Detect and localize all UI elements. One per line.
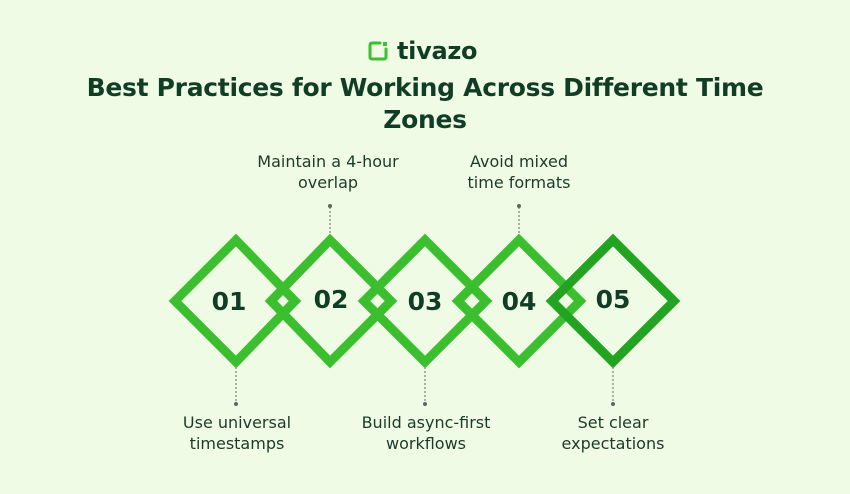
step-number-03: 03 [408, 287, 443, 316]
connector-03 [423, 367, 427, 406]
step-diamond-02 [264, 233, 398, 369]
step-number-01: 01 [212, 287, 247, 316]
step-caption-02: Maintain a 4-hour overlap [228, 151, 428, 193]
step-caption-02-line-2: overlap [297, 173, 359, 192]
step-caption-05: Set clear expectations [513, 412, 713, 454]
square-bracket-logo-icon [368, 41, 388, 61]
step-caption-04-line-1: Avoid mixed [470, 152, 568, 171]
step-caption-01: Use universal timestamps [137, 412, 337, 454]
step-caption-04: Avoid mixed time formats [419, 151, 619, 193]
step-caption-05-line-2: expectations [561, 434, 665, 453]
step-diamond-05 [545, 233, 681, 369]
step-number-05: 05 [596, 285, 631, 314]
page-title: Best Practices for Working Across Differ… [86, 73, 764, 134]
step-number-04: 04 [502, 287, 537, 316]
connector-01 [234, 367, 238, 406]
brand-logo: tivazo [367, 36, 478, 66]
step-caption-01-line-2: timestamps [189, 434, 285, 453]
step-caption-02-line-1: Maintain a 4-hour [257, 152, 399, 171]
step-caption-05-line-1: Set clear [577, 413, 649, 432]
step-number-02: 02 [314, 285, 349, 314]
connector-04 [517, 204, 521, 236]
step-caption-03-line-1: Build async-first [361, 413, 491, 432]
step-caption-03: Build async-first workflows [326, 412, 526, 454]
step-caption-01-line-1: Use universal [182, 413, 292, 432]
brand-name: tivazo [397, 37, 478, 65]
connector-02 [328, 204, 332, 236]
step-diamond-04 [451, 233, 587, 369]
step-diamond-03 [357, 233, 493, 369]
connector-05 [611, 367, 615, 406]
step-diamond-01 [168, 233, 302, 369]
step-caption-04-line-2: time formats [467, 173, 571, 192]
step-caption-03-line-2: workflows [385, 434, 466, 453]
